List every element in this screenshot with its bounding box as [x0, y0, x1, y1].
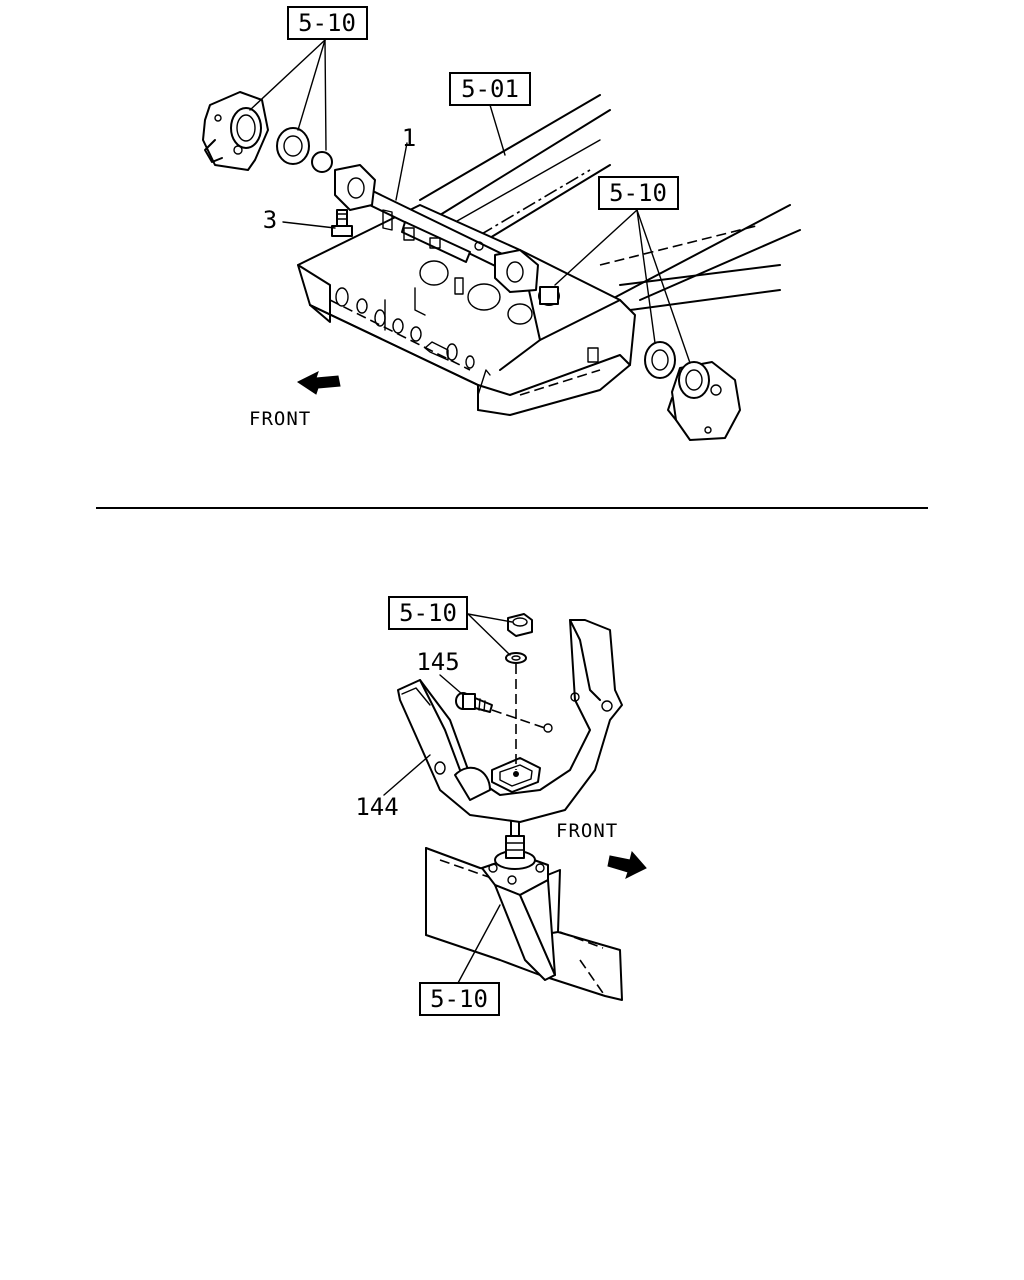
top-leaders: [249, 39, 691, 364]
washer: [505, 652, 527, 664]
svg-text:5-10: 5-10: [430, 985, 488, 1013]
cross-shaft: [334, 164, 539, 293]
front-label-bottom: FRONT: [556, 820, 618, 842]
right-bushing-collar: [538, 286, 560, 306]
ref-callout-5-10-right: 5-10: [598, 176, 679, 210]
flange-nut: [507, 613, 533, 637]
svg-text:5-10: 5-10: [609, 179, 667, 207]
bottom-leaders: [383, 613, 513, 984]
rail-mount-bracket: [481, 813, 556, 981]
left-bushing-sleeve: [276, 127, 333, 173]
part-number-145: 145: [416, 648, 459, 676]
ref-callout-5-10-bottom: 5-10: [419, 982, 500, 1016]
ref-callout-5-10-upper-left: 5-10: [287, 6, 368, 40]
part-number-144: 144: [355, 793, 398, 821]
bottom-assembly-view: 5-10 5-10 145 144 FRONT: [355, 596, 647, 1016]
bolt-center-line: [491, 709, 546, 729]
front-arrow-icon: [607, 850, 647, 879]
support-bracket-144: [397, 619, 623, 823]
top-assembly-view: 5-10 5-01 5-10 1 3 FRONT: [202, 6, 801, 441]
front-label-top: FRONT: [249, 408, 311, 430]
part-number-3: 3: [263, 206, 277, 234]
svg-text:5-10: 5-10: [298, 9, 356, 37]
ref-callout-5-10-nut: 5-10: [388, 596, 468, 630]
bolt-3: [331, 209, 353, 237]
left-bushing-bracket: [202, 91, 269, 171]
svg-text:5-10: 5-10: [399, 599, 457, 627]
ref-callout-5-01: 5-01: [449, 72, 531, 106]
bolt-145: [455, 692, 493, 713]
right-bushing-bracket: [667, 361, 741, 441]
part-number-1: 1: [402, 124, 416, 152]
frame-rails: [419, 94, 801, 311]
right-bushing-sleeve: [644, 341, 676, 379]
svg-text:5-01: 5-01: [461, 75, 519, 103]
front-arrow-icon: [297, 371, 341, 395]
